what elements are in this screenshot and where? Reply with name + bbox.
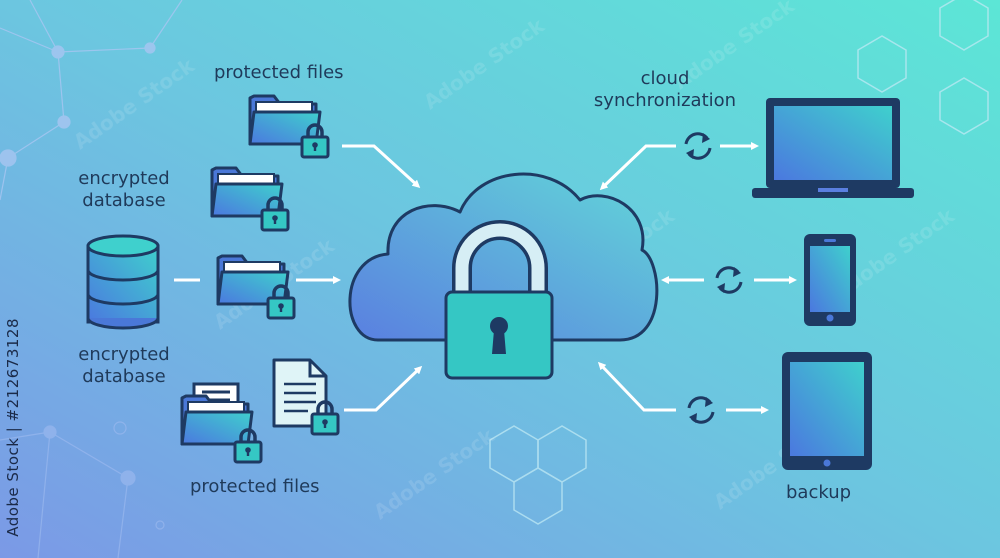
hexagon-decoration xyxy=(489,0,989,525)
encrypted-database-top-line2: database xyxy=(82,190,166,211)
laptop-icon xyxy=(752,98,914,198)
stock-watermark-id: Adobe Stock | #212673128 xyxy=(4,318,22,537)
arrows-left xyxy=(174,144,423,412)
padlock-icon xyxy=(444,220,554,380)
encrypted-database-bottom-line2: database xyxy=(82,366,166,387)
protected-files-label-top: protected files xyxy=(214,62,344,83)
cloud-icon xyxy=(348,172,659,342)
cloud-synchronization-label: cloud synchronization xyxy=(590,68,740,112)
encrypted-database-label-top: encrypted database xyxy=(72,168,176,212)
protected-files-label-bottom: protected files xyxy=(190,476,320,497)
cloud-sync-line1: cloud xyxy=(640,68,690,89)
tablet-icon xyxy=(782,352,872,470)
encrypted-database-label-bottom: encrypted database xyxy=(72,344,176,388)
backup-label: backup xyxy=(786,482,852,503)
arrow-laptop-to-cloud xyxy=(599,144,676,191)
arrow-tablet-to-cloud xyxy=(597,361,676,412)
folder-icon xyxy=(180,382,254,446)
arrow-top xyxy=(342,144,421,189)
arrow-bottom xyxy=(344,365,423,412)
arrows-right xyxy=(597,142,797,414)
database-icon xyxy=(86,234,160,330)
network-decoration xyxy=(0,0,183,201)
encrypted-database-top-line1: encrypted xyxy=(78,168,170,189)
encrypted-database-bottom-line1: encrypted xyxy=(78,344,170,365)
smartphone-icon xyxy=(804,234,856,326)
cloud-sync-line2: synchronization xyxy=(593,90,737,111)
network-decoration-bottom xyxy=(0,421,165,558)
